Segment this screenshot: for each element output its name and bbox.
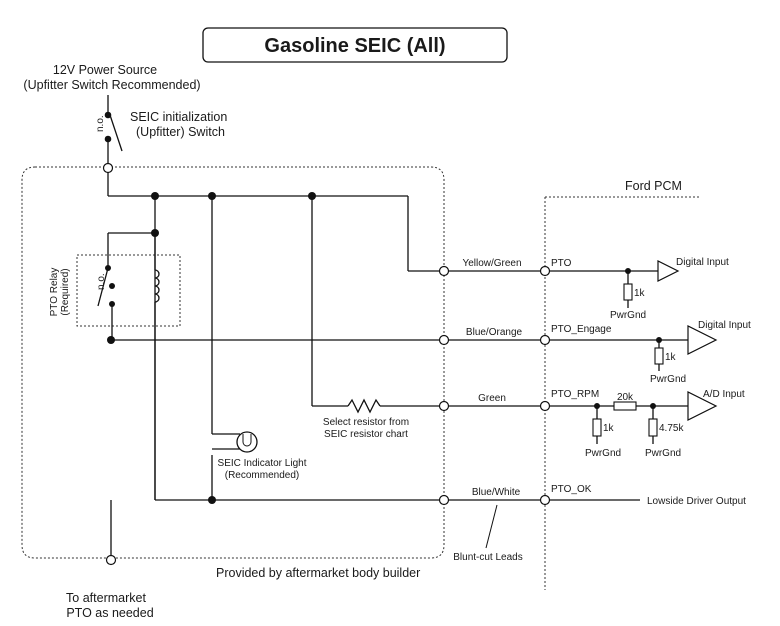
- connector-terminal: [438, 265, 450, 277]
- select-resistor: [347, 398, 381, 414]
- pto-relay: [76, 232, 181, 500]
- body-builder-label: Provided by aftermarket body builder: [216, 566, 420, 580]
- pcm-input-label: A/D Input: [703, 389, 745, 400]
- connector-terminal: [105, 554, 117, 566]
- connector-terminal: [102, 162, 114, 174]
- select-resistor-label: Select resistor from: [323, 417, 409, 428]
- pin-label: PTO_Engage: [551, 324, 612, 335]
- pcm-input-label: Digital Input: [676, 257, 729, 268]
- init-switch: [104, 95, 123, 152]
- body-builder-boundary: [21, 166, 445, 559]
- relay-contact-label: n.o.: [96, 273, 107, 290]
- pcm-wires: [448, 265, 551, 506]
- init-switch-contact-label: n.o.: [95, 115, 106, 132]
- pcm-engage-circuit: [549, 325, 718, 371]
- wire-color-label: Blue/White: [472, 487, 521, 498]
- title-box: [202, 27, 508, 63]
- init-switch-label: SEIC initialization: [130, 110, 227, 124]
- resistor-value: 1k: [603, 423, 615, 434]
- ford-pcm-label: Ford PCM: [625, 179, 682, 193]
- resistor-value: 1k: [634, 288, 646, 299]
- pcm-pto-circuit: [549, 260, 680, 308]
- resistor-value: 20k: [617, 392, 634, 403]
- blunt-cut-label: Blunt-cut Leads: [453, 552, 523, 563]
- select-resistor-note: SEIC resistor chart: [324, 429, 408, 440]
- indicator-light-note: (Recommended): [225, 470, 299, 481]
- resistor-value: 4.75k: [659, 423, 684, 434]
- ground-label: PwrGnd: [610, 310, 646, 321]
- relay-label: PTO Relay: [49, 268, 60, 317]
- pcm-output-label: Lowside Driver Output: [647, 496, 746, 507]
- wire-color-label: Green: [478, 393, 506, 404]
- pcm-input-label: Digital Input: [698, 320, 751, 331]
- connector-terminal: [438, 334, 450, 346]
- ground-label: PwrGnd: [645, 448, 681, 459]
- relay-note: (Required): [60, 268, 71, 315]
- wire-color-label: Blue/Orange: [466, 327, 523, 338]
- pin-label: PTO: [551, 258, 572, 269]
- indicator-light-label: SEIC Indicator Light: [218, 458, 307, 469]
- aftermarket-pto-label: To aftermarket: [66, 591, 146, 605]
- connector-terminal: [438, 400, 450, 412]
- power-bus: [107, 152, 444, 560]
- power-source-note: (Upfitter Switch Recommended): [23, 78, 200, 92]
- indicator-light: [212, 431, 258, 453]
- resistor-value: 1k: [665, 352, 677, 363]
- pin-label: PTO_OK: [551, 484, 592, 495]
- power-source-label: 12V Power Source: [53, 63, 157, 77]
- ground-label: PwrGnd: [585, 448, 621, 459]
- wire-color-label: Yellow/Green: [462, 258, 521, 269]
- aftermarket-pto-note: PTO as needed: [66, 606, 153, 620]
- ground-label: PwrGnd: [650, 374, 686, 385]
- pcm-rpm-circuit: [549, 391, 718, 444]
- init-switch-note: (Upfitter) Switch: [136, 125, 225, 139]
- pin-label: PTO_RPM: [551, 389, 599, 400]
- diagram-title: Gasoline SEIC (All): [264, 35, 445, 57]
- connector-terminal: [438, 494, 450, 506]
